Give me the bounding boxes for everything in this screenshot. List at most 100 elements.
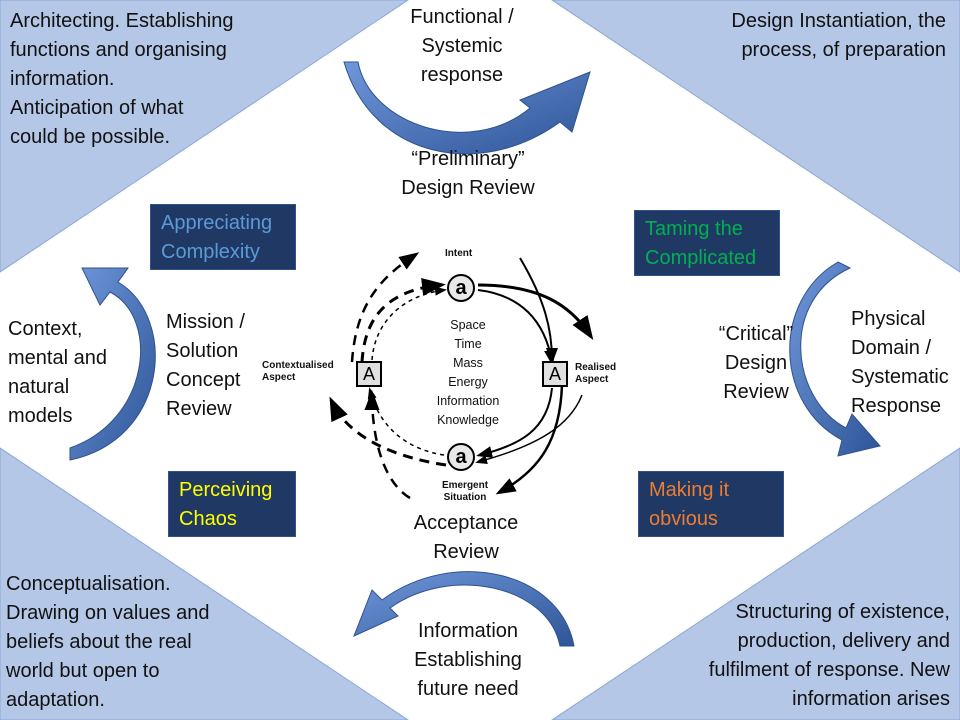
center-term: Energy xyxy=(448,375,488,389)
curved-arrow-bottom xyxy=(353,571,575,647)
corner-line: process, of preparation xyxy=(741,39,946,61)
review-line: Design Review xyxy=(401,177,535,199)
node-intent-label: Intent xyxy=(445,248,473,259)
corner-line: functions and organising xyxy=(10,39,227,61)
review-line: Concept xyxy=(166,369,241,391)
quadrant-line: obvious xyxy=(649,508,718,530)
node-intent-circle xyxy=(447,274,475,302)
side-line: Systemic xyxy=(421,35,503,57)
side-line: Information xyxy=(417,620,519,642)
side-line: Establishing xyxy=(414,649,522,671)
corner-line: Design Instantiation, the xyxy=(731,10,946,32)
review-line: Review xyxy=(433,541,499,563)
corner-line: beliefs about the real xyxy=(6,631,192,653)
side-line: Physical xyxy=(851,308,926,330)
node-realised-symbol: A xyxy=(548,364,561,384)
corner-line: Drawing on values and xyxy=(6,602,210,624)
node-emergent-label-line: Emergent xyxy=(441,480,489,491)
review-line: Review xyxy=(166,398,232,420)
node-contextualised-label-line: Aspect xyxy=(262,372,296,383)
node-contextualised-label-line: Contextualised xyxy=(262,360,334,371)
node-realised-label-line: Aspect xyxy=(575,374,609,385)
side-text-right: Physical Domain / Systematic Response xyxy=(851,305,949,421)
quadrant-appreciating-complexity: Appreciating Complexity xyxy=(150,204,296,270)
quadrant-perceiving-chaos: Perceiving Chaos xyxy=(168,471,296,537)
center-term: Information xyxy=(436,394,500,408)
corner-line: Structuring of existence, xyxy=(735,601,950,623)
corner-top-right xyxy=(551,0,960,273)
review-critical: “Critical” Design Review xyxy=(700,320,812,407)
corner-top-left xyxy=(0,0,409,273)
cycle-lines xyxy=(329,252,594,500)
center-term: Mass xyxy=(453,356,483,370)
corner-line: Architecting. Establishing xyxy=(10,10,234,32)
corner-text-top-right: Design Instantiation, the process, of pr… xyxy=(731,7,946,65)
center-term: Space xyxy=(450,318,486,332)
node-contextualised-box xyxy=(356,361,382,387)
corner-bottom-left xyxy=(0,447,409,720)
quadrant-line: Making it xyxy=(649,479,730,501)
review-preliminary: “Preliminary” Design Review xyxy=(378,145,558,203)
side-text-left: Context, mental and natural models xyxy=(8,315,107,431)
review-line: Design xyxy=(724,352,788,374)
corner-line: fulfilment of response. New xyxy=(708,659,950,681)
side-text-top: Functional / Systemic response xyxy=(394,3,530,90)
quadrant-line: Appreciating xyxy=(161,212,273,234)
node-realised-box xyxy=(542,361,568,387)
corner-line: information arises xyxy=(792,688,950,710)
side-text-bottom: Information Establishing future need xyxy=(400,617,536,704)
curved-arrow-top xyxy=(343,61,591,155)
quadrant-line: Perceiving xyxy=(179,479,273,501)
corner-line: Anticipation of what xyxy=(10,97,184,119)
review-line: “Preliminary” xyxy=(411,148,525,170)
review-mission: Mission / Solution Concept Review xyxy=(166,308,245,424)
quadrant-line: Complexity xyxy=(161,241,260,263)
review-line: Review xyxy=(723,381,789,403)
side-line: future need xyxy=(417,678,519,700)
node-realised-label: Realised Aspect xyxy=(575,362,616,386)
node-contextualised-label: Contextualised Aspect xyxy=(262,360,334,384)
curved-arrow-right xyxy=(789,261,881,457)
corner-line: information. xyxy=(10,68,115,90)
side-line: Response xyxy=(851,395,942,417)
corner-text-top-left: Architecting. Establishing functions and… xyxy=(10,7,233,152)
review-line: Solution xyxy=(166,340,239,362)
quadrant-taming-complicated: Taming the Complicated xyxy=(634,210,780,276)
quadrant-making-obvious: Making it obvious xyxy=(638,471,784,537)
review-line: “Critical” xyxy=(718,323,794,345)
side-line: natural xyxy=(8,376,70,398)
corner-line: adaptation. xyxy=(6,689,105,711)
corner-text-bottom-left: Conceptualisation. Drawing on values and… xyxy=(6,570,209,715)
quadrant-line: Taming the xyxy=(645,218,743,240)
node-emergent-circle xyxy=(447,443,475,471)
side-line: models xyxy=(8,405,73,427)
side-line: Systematic xyxy=(851,366,949,388)
node-realised-label-line: Realised xyxy=(575,362,617,373)
side-line: mental and xyxy=(8,347,107,369)
side-line: response xyxy=(420,64,504,86)
review-line: Mission / xyxy=(166,311,245,333)
quadrant-line: Complicated xyxy=(645,247,757,269)
review-line: Acceptance xyxy=(413,512,519,534)
corner-line: Conceptualisation. xyxy=(6,573,171,595)
node-emergent-symbol: a xyxy=(455,446,467,468)
curved-arrow-left xyxy=(69,267,156,461)
quadrant-line: Chaos xyxy=(179,508,237,530)
center-terms: Space Time Mass Energy Information Knowl… xyxy=(420,316,516,430)
side-line: Context, xyxy=(8,318,83,340)
node-emergent-label: Emergent Situation xyxy=(425,480,505,504)
node-contextualised-symbol: A xyxy=(362,364,375,384)
review-acceptance: Acceptance Review xyxy=(392,509,540,567)
side-line: Domain / xyxy=(851,337,932,359)
corner-line: production, delivery and xyxy=(737,630,950,652)
center-term: Time xyxy=(454,337,482,351)
corner-bottom-right xyxy=(551,447,960,720)
side-line: Functional / xyxy=(410,6,514,28)
node-emergent-label-line: Situation xyxy=(443,492,487,503)
corner-line: world but open to xyxy=(6,660,160,682)
center-term: Knowledge xyxy=(437,413,499,427)
corner-text-bottom-right: Structuring of existence, production, de… xyxy=(709,598,950,714)
corner-line: could be possible. xyxy=(10,126,171,148)
